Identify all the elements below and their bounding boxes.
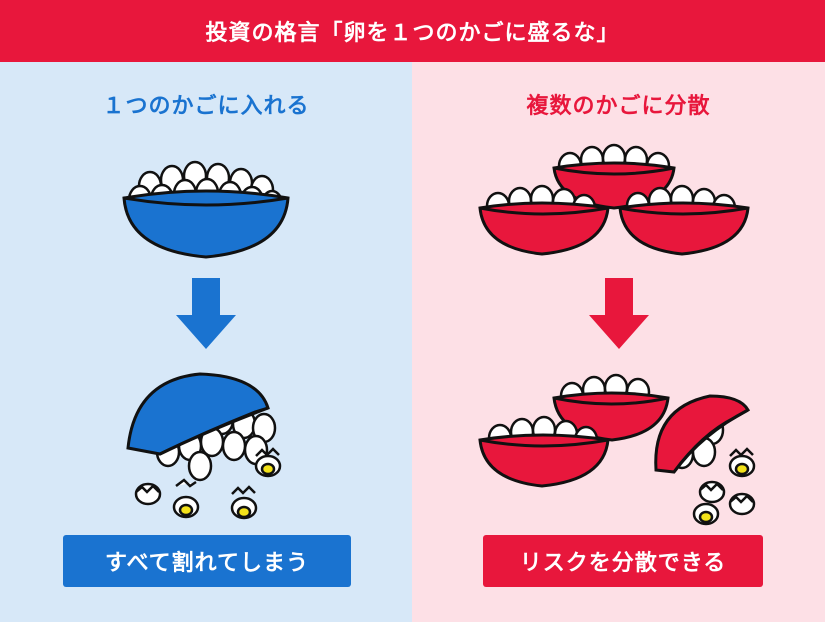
right-panel-title: 複数のかごに分散 [526, 94, 711, 119]
down-arrow-icon [176, 278, 236, 349]
panel-diversified-baskets: 複数のかごに分散 [412, 62, 825, 622]
broken-egg-icon [134, 447, 282, 520]
multiple-baskets-illustration [478, 143, 756, 526]
panel-single-basket: １つのかごに入れる [0, 62, 412, 622]
overturned-bowl-icon [654, 394, 751, 474]
left-result-label: すべて割れてしまう [63, 535, 351, 587]
overturned-bowl-icon [126, 372, 277, 482]
header-title: 投資の格言「卵を１つのかごに盛るな」 [205, 21, 620, 46]
single-basket-illustration [122, 160, 290, 520]
red-bowl-icon [618, 184, 750, 256]
header-banner: 投資の格言「卵を１つのかごに盛るな」 [0, 0, 825, 62]
down-arrow-icon [589, 278, 649, 349]
right-result-label: リスクを分散できる [483, 535, 763, 587]
red-bowl-icon [478, 184, 610, 256]
left-panel-title: １つのかごに入れる [102, 94, 310, 119]
blue-bowl-icon [122, 189, 290, 259]
broken-egg-icon [692, 447, 756, 526]
red-bowl-icon [478, 415, 610, 488]
